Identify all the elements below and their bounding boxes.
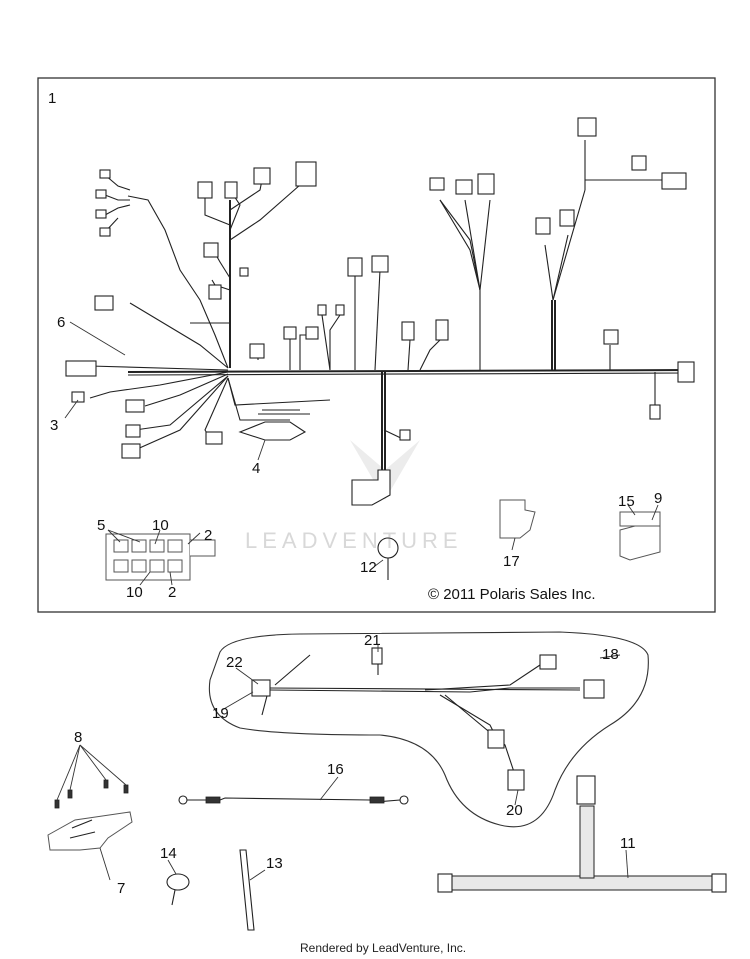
item-7-bracket <box>47 811 133 851</box>
leader-lines <box>56 321 659 881</box>
callout-6: 6 <box>57 314 65 331</box>
item-18-outline <box>208 631 649 828</box>
callout-8: 8 <box>74 729 82 746</box>
callout-11: 11 <box>620 835 636 852</box>
callout-4: 4 <box>252 460 260 477</box>
callout-15: 15 <box>618 493 635 510</box>
callout-17: 17 <box>503 553 520 570</box>
callout-16: 16 <box>327 761 344 778</box>
copyright-notice: © 2011 Polaris Sales Inc. <box>428 586 596 603</box>
callout-2-bottom: 2 <box>168 584 176 601</box>
fuse-box <box>105 533 216 581</box>
callout-7: 7 <box>117 880 125 897</box>
callout-labels: 1 6 3 4 5 10 2 10 2 12 17 15 9 © 2011 Po… <box>48 90 662 955</box>
main-harness <box>89 140 691 470</box>
item-14-clip <box>166 873 190 906</box>
main-harness-connectors <box>65 117 695 506</box>
callout-5: 5 <box>97 517 105 534</box>
callout-21: 21 <box>364 632 381 649</box>
item-13-tie-strap <box>239 849 255 931</box>
callout-3: 3 <box>50 417 58 434</box>
callout-18: 18 <box>602 646 619 663</box>
item-12-clamp <box>377 537 399 580</box>
callout-14: 14 <box>160 845 177 862</box>
main-harness-frame <box>37 77 716 613</box>
callout-10-top: 10 <box>152 517 169 534</box>
callout-9: 9 <box>654 490 662 507</box>
callout-1: 1 <box>48 90 56 107</box>
callout-2-top: 2 <box>204 527 212 544</box>
render-credit: Rendered by LeadVenture, Inc. <box>300 941 466 955</box>
item-18-harness <box>251 647 605 791</box>
callout-12: 12 <box>360 559 377 576</box>
callout-13: 13 <box>266 855 283 872</box>
item-4-wire-bundle <box>238 409 310 441</box>
item-8-screws <box>54 779 129 809</box>
callout-22: 22 <box>226 654 243 671</box>
callout-20: 20 <box>506 802 523 819</box>
item-9-relay <box>619 511 661 561</box>
item-11-harness <box>437 775 727 893</box>
callout-19: 19 <box>212 705 229 722</box>
watermark-text: LEADVENTURE <box>245 528 463 553</box>
item-17-boot <box>499 499 536 539</box>
item-16-cable <box>178 795 409 805</box>
leadventure-watermark: LEADVENTURE <box>245 440 463 553</box>
callout-10-bottom: 10 <box>126 584 143 601</box>
